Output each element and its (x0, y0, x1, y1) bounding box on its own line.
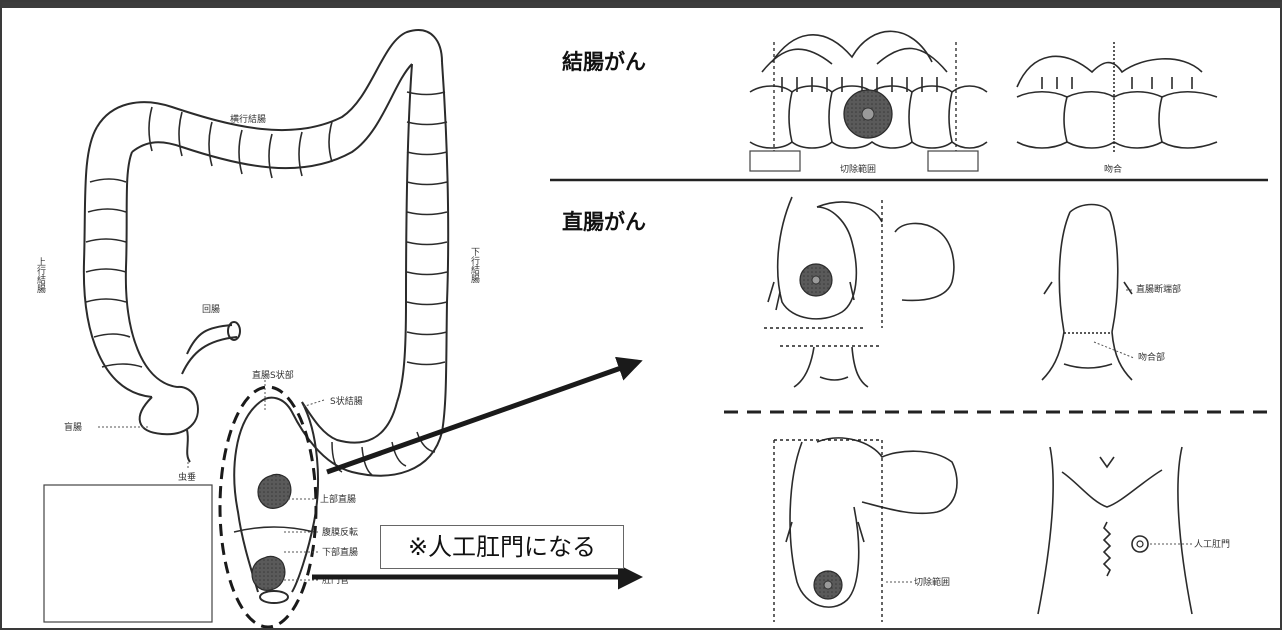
label-appendix: 虫垂 (178, 471, 196, 483)
heading-rectal-cancer: 直腸がん (562, 206, 646, 236)
label-ileum: 回腸 (202, 304, 220, 315)
label-lower-rectum: 下部直腸 (322, 546, 358, 558)
label-stoma: 人工肛門 (1194, 539, 1230, 550)
label-anastomosis-colon: 吻合 (1104, 163, 1122, 175)
label-resection-range-apr: 切除範囲 (914, 576, 950, 588)
label-sigmoid-colon: S状結腸 (330, 395, 363, 407)
label-rectosigmoid: 直腸S状部 (252, 369, 294, 381)
midline-incision (1104, 522, 1110, 576)
rectal-anastomosis-diagram (1042, 205, 1132, 381)
stoma-callout: ※人工肛門になる (380, 525, 624, 569)
tumor-lower-rectum (252, 556, 285, 590)
label-descending-colon: 下行結腸 (469, 247, 480, 284)
blank-box-bottom-left (44, 485, 212, 622)
blank-box-colon-left (750, 151, 800, 171)
tumor-colon-center (862, 108, 874, 120)
label-transverse-colon: 横行結腸 (230, 113, 266, 125)
tumor-rectal-lower-center (824, 581, 832, 589)
tumor-rectal-upper-center (812, 276, 820, 284)
rectal-anterior-resection-diagram (768, 197, 954, 387)
arrow-to-rectal-upper (327, 362, 638, 472)
torso-stoma-diagram (1038, 447, 1192, 614)
label-upper-rectum: 上部直腸 (320, 493, 356, 505)
label-anastomosis-rectum: 吻合部 (1138, 351, 1165, 363)
label-ascending-colon: 上行結腸 (35, 257, 46, 294)
label-rectal-stump: 直腸断端部 (1136, 283, 1181, 295)
blank-box-colon-right (928, 151, 978, 171)
colon-anastomosis-diagram (1017, 56, 1217, 148)
label-resection-range-colon: 切除範囲 (840, 163, 876, 175)
heading-colon-cancer: 結腸がん (562, 46, 646, 76)
label-peritoneal-reflection: 腹膜反転 (322, 526, 358, 538)
label-cecum: 盲腸 (64, 421, 82, 433)
stoma-icon (1132, 536, 1148, 552)
tumor-upper-rectum (258, 474, 291, 508)
